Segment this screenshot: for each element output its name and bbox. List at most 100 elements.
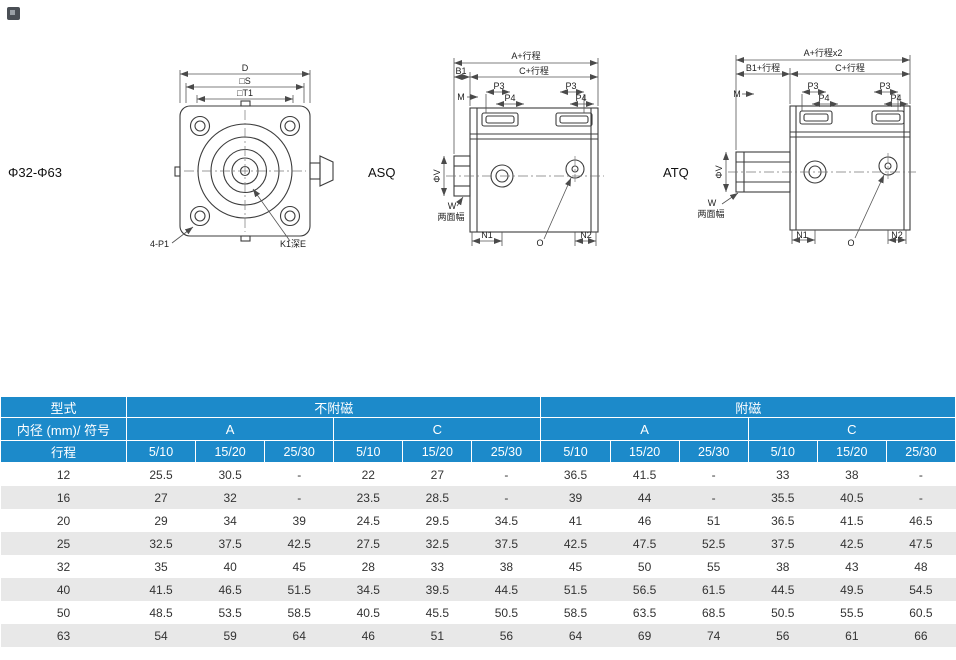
value-cell: 37.5	[218, 536, 242, 551]
asq-dim-m-label: M	[457, 92, 465, 102]
stroke-col-header: 5/10	[747, 440, 818, 463]
value-cell: 42.5	[840, 536, 864, 551]
value-cell: 34.5	[494, 513, 519, 528]
asq-dim-n1-label: N1	[481, 230, 493, 240]
stroke-col-header: 15/20	[402, 440, 473, 463]
asq-dim-c-label: C+行程	[519, 65, 549, 76]
corner-logo-icon	[7, 7, 20, 20]
col-c-header-1: C	[333, 417, 542, 441]
value-cell: 54.5	[909, 582, 933, 597]
asq-model-label: ASQ	[368, 165, 395, 180]
bore-cell: 20	[56, 513, 71, 528]
value-cell: 58.5	[287, 605, 311, 620]
value-cell: 39	[292, 513, 306, 528]
value-cell: 37.5	[494, 536, 519, 551]
atq-dim-p3-left-label: P3	[807, 81, 818, 91]
value-cell: 40.5	[840, 490, 864, 505]
value-cell: -	[297, 467, 302, 482]
value-cell: -	[918, 467, 923, 482]
value-cell: 50.5	[771, 605, 795, 620]
value-cell: 37.5	[771, 536, 795, 551]
asq-dim-p4-right-label: P4	[575, 93, 586, 103]
value-cell: 38	[499, 559, 514, 574]
value-cell: 45	[292, 559, 306, 574]
atq-dim-o-label: O	[847, 238, 854, 248]
value-cell: 50.5	[494, 605, 519, 620]
asq-dim-w-label: W	[448, 201, 457, 211]
asq-dim-p4-left-label: P4	[504, 93, 515, 103]
value-cell: -	[504, 490, 509, 505]
value-cell: 48	[914, 559, 928, 574]
dim-k1-label: K1深E	[280, 239, 306, 249]
asq-dim-p3-left-label: P3	[493, 81, 504, 91]
value-cell: 36.5	[563, 467, 588, 482]
value-cell: 23.5	[356, 490, 380, 505]
stroke-col-header: 25/30	[678, 440, 749, 463]
value-cell: 35.5	[771, 490, 795, 505]
value-cell: 28	[361, 559, 375, 574]
bore-range-label: Φ32-Φ63	[8, 165, 62, 180]
spec-table-section: 型式 不附磁 附磁 内径 (mm)/ 符号 A C A C 行程 5/10 15…	[0, 396, 956, 647]
atq-model-label: ATQ	[663, 165, 689, 180]
value-cell: 51.5	[563, 582, 588, 597]
stroke-col-header: 25/30	[471, 440, 542, 463]
value-cell: 30.5	[218, 467, 242, 482]
bore-cell: 32	[56, 559, 71, 574]
value-cell: 55	[706, 559, 721, 574]
dim-t1-label: □T1	[237, 88, 253, 98]
value-cell: 39	[568, 490, 583, 505]
value-cell: 38	[776, 559, 790, 574]
value-cell: 36.5	[771, 513, 795, 528]
value-cell: 41	[568, 513, 583, 528]
asq-dim-o-label: O	[536, 238, 543, 248]
value-cell: 32.5	[149, 536, 173, 551]
value-cell: 55.5	[840, 605, 864, 620]
atq-dim-m-label: M	[733, 89, 741, 99]
value-cell: 32	[223, 490, 237, 505]
value-cell: 29.5	[425, 513, 450, 528]
value-cell: 41.5	[840, 513, 864, 528]
atq-dim-p4-left-label: P4	[818, 93, 829, 103]
value-cell: -	[711, 490, 716, 505]
value-cell: 63.5	[632, 605, 657, 620]
value-cell: 41.5	[149, 582, 173, 597]
value-cell: 52.5	[701, 536, 726, 551]
asq-dim-p3-right-label: P3	[565, 81, 576, 91]
value-cell: 27	[154, 490, 168, 505]
value-cell: 47.5	[909, 536, 933, 551]
value-cell: 33	[430, 559, 445, 574]
value-cell: 43	[845, 559, 859, 574]
stroke-col-header: 25/30	[885, 440, 956, 463]
bore-cell: 16	[56, 490, 71, 505]
bore-cell: 25	[56, 536, 71, 551]
asq-dim-w-note-label: 两面幅	[437, 211, 464, 222]
value-cell: 54	[154, 628, 168, 643]
stroke-col-header: 5/10	[125, 440, 197, 463]
value-cell: 53.5	[218, 605, 242, 620]
value-cell: 28.5	[425, 490, 450, 505]
value-cell: 40	[223, 559, 237, 574]
value-cell: 50	[637, 559, 652, 574]
value-cell: 59	[223, 628, 237, 643]
value-cell: -	[297, 490, 302, 505]
value-cell: 64	[568, 628, 583, 643]
bore-symbol-header: 内径 (mm)/ 符号	[0, 417, 127, 441]
atq-dim-n1-label: N1	[796, 230, 808, 240]
atq-dim-a-label: A+行程x2	[804, 47, 843, 58]
technical-drawings: Φ32-Φ63 ASQ ATQ	[8, 47, 916, 249]
value-cell: -	[504, 467, 509, 482]
value-cell: 46.5	[909, 513, 933, 528]
value-cell: 66	[914, 628, 928, 643]
value-cell: 34.5	[356, 582, 380, 597]
value-cell: 27.5	[356, 536, 380, 551]
asq-dim-n2-label: N2	[580, 230, 592, 240]
col-a-header-1: A	[125, 417, 335, 441]
value-cell: 45	[568, 559, 583, 574]
asq-dim-b1-label: B1	[455, 66, 466, 76]
value-cell: 34	[223, 513, 237, 528]
